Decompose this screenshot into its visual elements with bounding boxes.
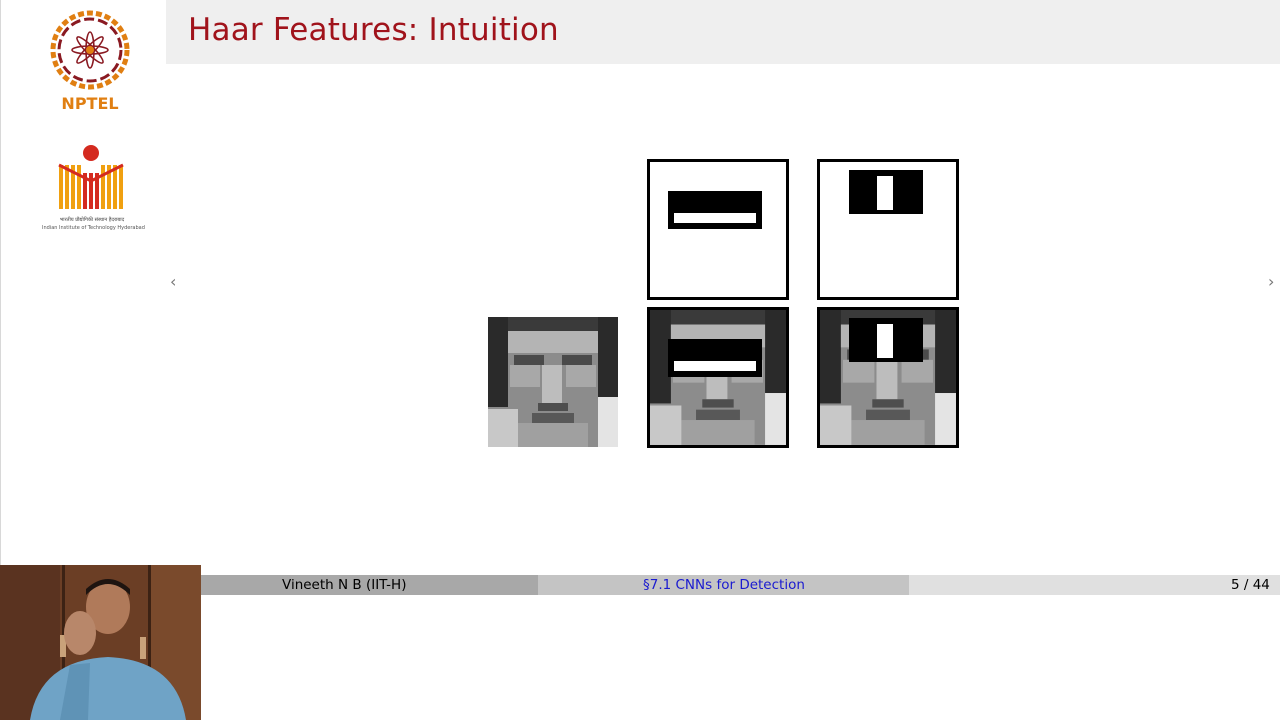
horizontal-edge-feature-icon [668,191,762,229]
haar-feature-horizontal [647,159,789,300]
title-bar [166,0,1280,64]
footer-page-bar [909,575,1280,595]
slide-title: Haar Features: Intuition [188,12,559,48]
iith-hindi-name: भारतीय प्रौद्योगिकी संस्थान हैदराबाद [59,217,125,223]
footer-page-number: 5 / 44 [1231,577,1270,593]
left-border [0,0,1,570]
footer-author-bar [201,575,538,595]
haar-feature-vertical [817,159,959,300]
footer-author: Vineeth N B (IIT-H) [282,577,407,593]
chevron-left-icon[interactable]: ‹ [170,272,177,291]
face-with-horizontal-feature [650,310,786,445]
footer-section-bar [538,575,909,595]
nptel-logo-icon [50,10,130,90]
footer-section-link[interactable]: §7.1 CNNs for Detection [643,577,805,593]
chevron-right-icon[interactable]: › [1268,272,1275,291]
face-with-line-feature [820,310,956,445]
face-image [488,317,618,447]
iith-english-name: Indian Institute of Technology Hyderabad [42,225,145,231]
presenter-webcam-video [0,565,201,720]
line-feature-icon [849,170,923,214]
haar-feature-on-face-horizontal [647,307,789,448]
nptel-logo-text: NPTEL [61,94,119,113]
iith-logo-icon [58,145,124,209]
haar-feature-on-face-vertical [817,307,959,448]
